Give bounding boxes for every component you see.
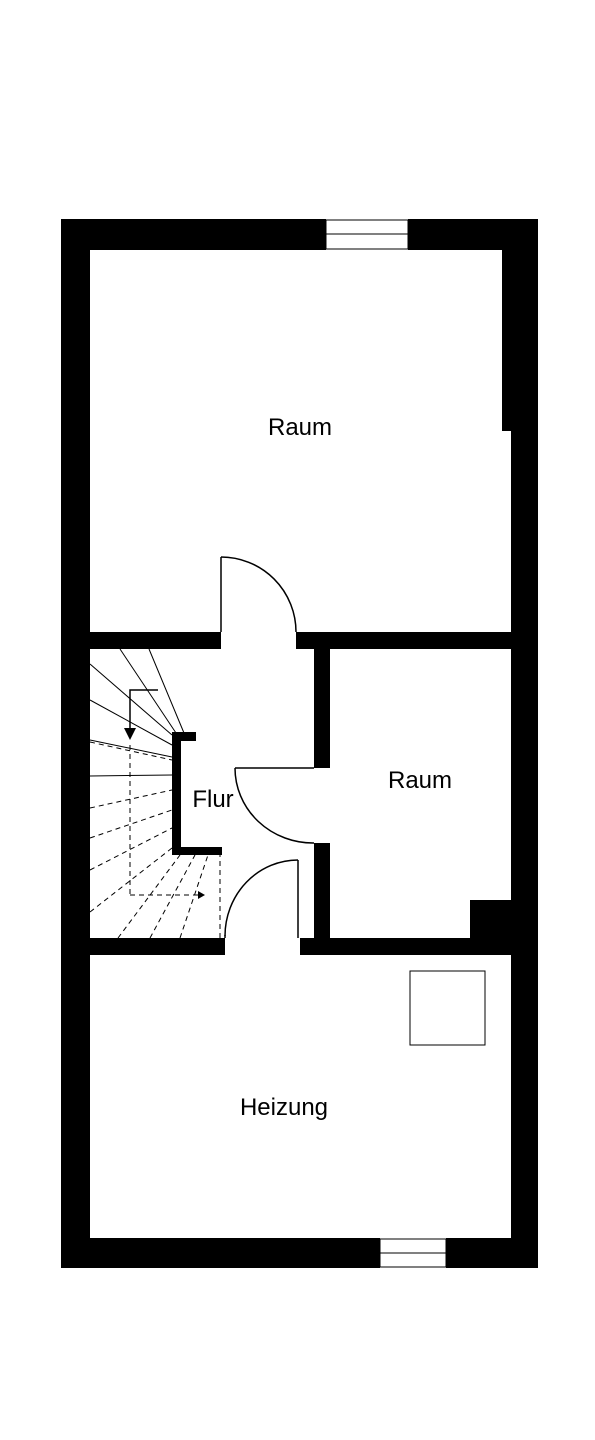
window-bottom (379, 1238, 447, 1268)
label-room-top: Raum (268, 414, 332, 441)
wall-partition-bottom (314, 843, 330, 953)
wall-bottom-left (61, 1238, 380, 1268)
wall-left (61, 219, 90, 1268)
stair-rail-bottom (172, 847, 222, 855)
wall-corner-block (470, 900, 511, 938)
door-heating (224, 859, 299, 938)
wall-mid-lower-right (300, 938, 511, 955)
staircase-dashed (89, 741, 221, 939)
door-upper-room (220, 556, 297, 633)
shaft-square (409, 970, 486, 1046)
wall-top-left (61, 219, 326, 250)
label-room-right: Raum (388, 767, 452, 794)
arrowhead-down-icon (124, 728, 136, 740)
door-right-room (234, 767, 315, 844)
outer-walls (61, 219, 538, 1268)
wall-bottom-right (446, 1238, 538, 1268)
stair-rail-top (172, 732, 196, 741)
stair-arrow-down (129, 689, 158, 732)
stair-rail-vertical (172, 732, 181, 854)
wall-mid-lower-left (90, 938, 225, 955)
wall-mid-upper-right (296, 632, 511, 649)
staircase (89, 648, 185, 777)
arrowhead-right-icon (198, 891, 205, 899)
label-hallway: Flur (192, 786, 233, 813)
label-heating: Heizung (240, 1094, 328, 1121)
wall-mid-upper-left (90, 632, 221, 649)
wall-right-lower (511, 219, 538, 1268)
interior-walls (90, 632, 511, 955)
wall-partition-top (314, 649, 330, 768)
window-top (325, 219, 409, 250)
